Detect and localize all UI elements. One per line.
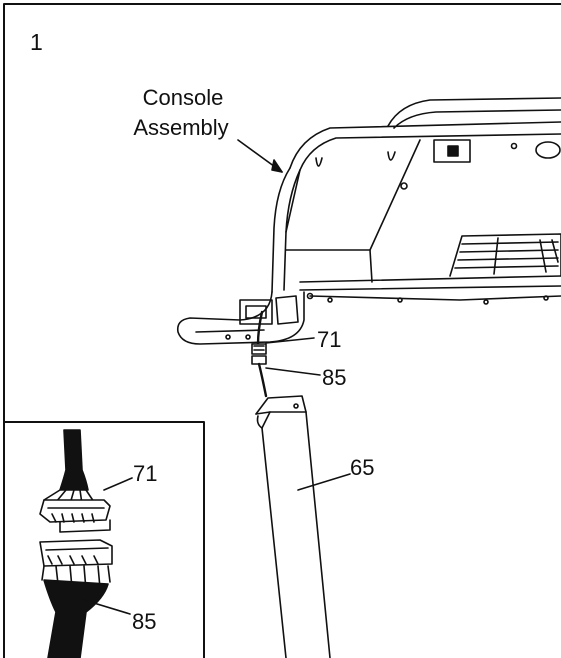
step-number: 1 [30, 29, 43, 55]
callout-part-71: 71 [317, 327, 342, 352]
callout-console-assembly-line2: Assembly [133, 115, 229, 140]
inset-callout-85: 85 [132, 609, 157, 634]
callout-part-85: 85 [322, 365, 347, 390]
inset-callout-71: 71 [133, 461, 158, 486]
upright-65 [255, 395, 331, 658]
frame-border [3, 3, 561, 658]
callout-part-65: 65 [350, 455, 375, 480]
inset-detail [3, 421, 205, 658]
wire-harness [251, 310, 268, 398]
callout-console-assembly: Console [142, 85, 224, 110]
callout-lines [237, 139, 351, 491]
console-assembly [176, 97, 561, 345]
